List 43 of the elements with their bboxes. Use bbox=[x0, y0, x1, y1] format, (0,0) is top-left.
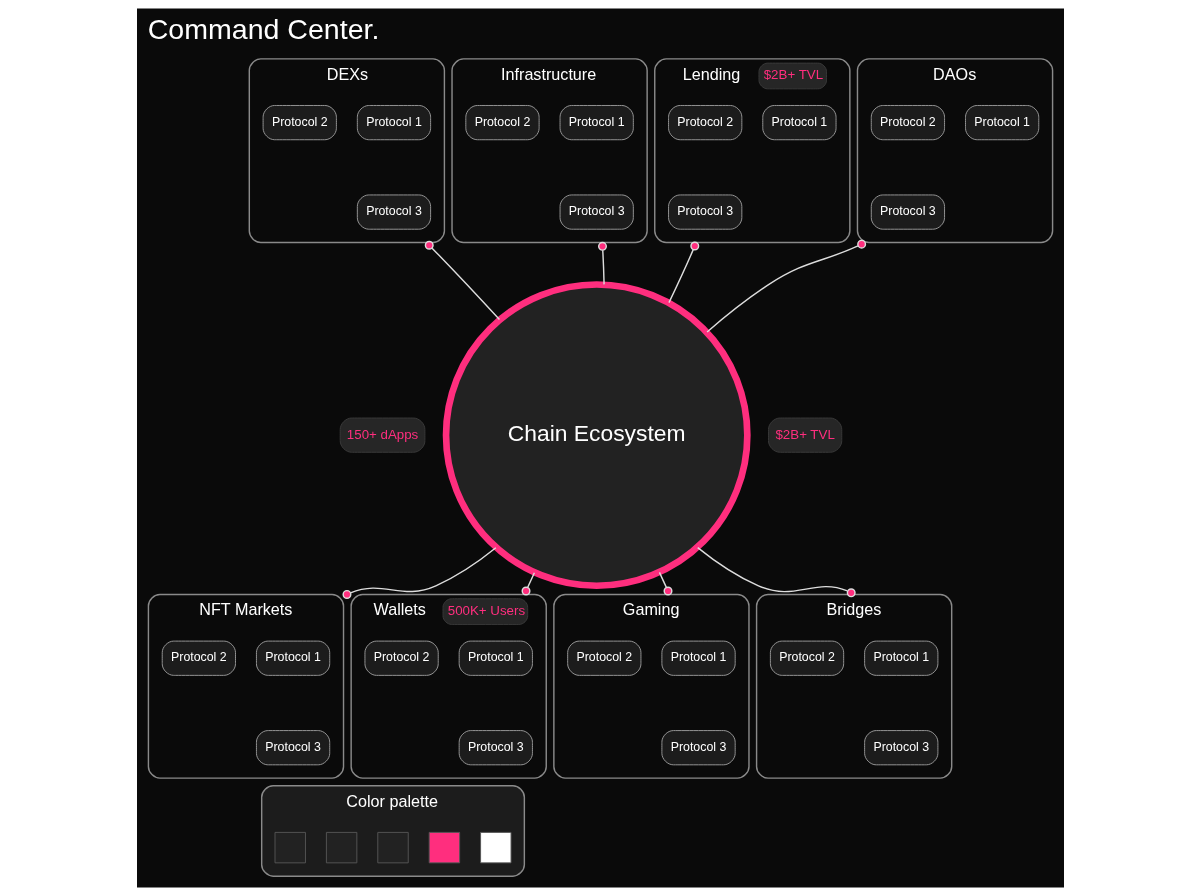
diagram-title: Command Center. bbox=[147, 12, 379, 45]
node-box: Protocol 3 bbox=[356, 194, 431, 230]
connector bbox=[705, 239, 866, 333]
node-box: Protocol 3 bbox=[863, 730, 938, 766]
node-box: Protocol 1 bbox=[863, 640, 938, 676]
node-box: Protocol 2 bbox=[464, 105, 540, 141]
connector bbox=[696, 546, 856, 598]
node-box: Protocol 2 bbox=[262, 105, 337, 141]
node-box: Protocol 2 bbox=[769, 640, 844, 676]
node-box bbox=[428, 831, 460, 864]
node-box: Protocol 2 bbox=[870, 105, 945, 141]
node-label: 150+ dApps bbox=[346, 426, 418, 442]
node-box: Protocol 1 bbox=[255, 640, 330, 676]
node-box: Protocol 2 bbox=[566, 640, 641, 676]
node-label: 500K+ Users bbox=[447, 603, 525, 619]
node-box: Protocol 2 bbox=[161, 640, 236, 676]
node-box: Protocol 1 bbox=[660, 640, 736, 676]
node-box: Protocol 3 bbox=[667, 194, 742, 230]
node-box bbox=[325, 831, 357, 864]
connector bbox=[424, 240, 500, 321]
node-box: Protocol 3 bbox=[660, 730, 736, 766]
node-box: Protocol 3 bbox=[870, 194, 945, 230]
connector bbox=[597, 241, 607, 286]
node-box: Protocol 3 bbox=[255, 730, 330, 766]
connector bbox=[341, 547, 497, 599]
node-box bbox=[479, 831, 511, 864]
node-box bbox=[376, 831, 409, 864]
node-box bbox=[274, 831, 306, 864]
node-box: Protocol 1 bbox=[964, 105, 1039, 141]
node-box: Protocol 3 bbox=[559, 194, 634, 230]
node-box: Protocol 1 bbox=[761, 105, 837, 141]
connector bbox=[658, 571, 673, 596]
connector bbox=[667, 241, 699, 304]
node-label: $2B+ TVL bbox=[774, 426, 835, 442]
node-label: $2B+ TVL bbox=[763, 67, 823, 83]
node-box: Protocol 1 bbox=[356, 105, 431, 141]
node-box: Protocol 3 bbox=[458, 730, 533, 766]
connector bbox=[521, 572, 535, 596]
node-box: Protocol 2 bbox=[667, 105, 742, 141]
node-box: Protocol 2 bbox=[363, 640, 439, 676]
node-box: Protocol 1 bbox=[458, 640, 533, 676]
cluster: Color palette bbox=[260, 785, 525, 877]
node-box: Protocol 1 bbox=[559, 105, 634, 141]
